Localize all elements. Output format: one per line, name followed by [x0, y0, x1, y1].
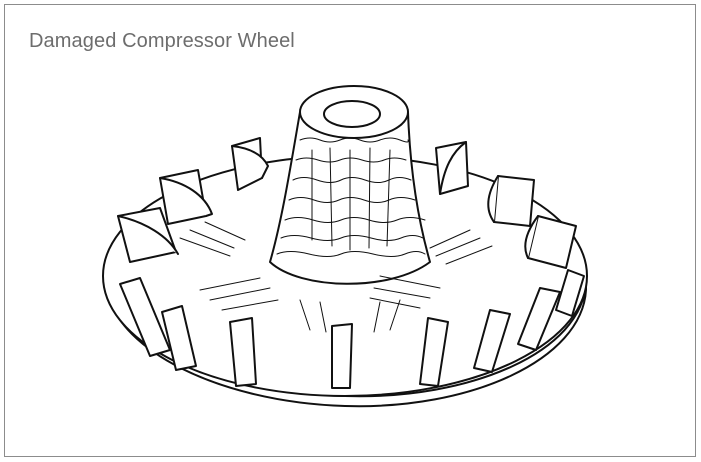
- blade: [473, 309, 511, 373]
- blade: [231, 145, 269, 179]
- hub-bore: [323, 100, 381, 128]
- disc-hatching: [179, 221, 493, 333]
- crack-texture: [276, 137, 426, 257]
- blade: [555, 269, 585, 317]
- figure-caption: Damaged Compressor Wheel: [29, 30, 295, 52]
- blade: [517, 287, 561, 351]
- blade: [331, 323, 353, 389]
- blade: [419, 317, 449, 387]
- blade: [117, 215, 179, 255]
- blade: [161, 305, 197, 371]
- blade: [493, 175, 535, 227]
- blade: [439, 141, 467, 195]
- blade: [119, 277, 171, 357]
- blade: [159, 177, 213, 217]
- blade: [487, 175, 499, 223]
- blade: [229, 317, 257, 387]
- blade: [524, 215, 539, 259]
